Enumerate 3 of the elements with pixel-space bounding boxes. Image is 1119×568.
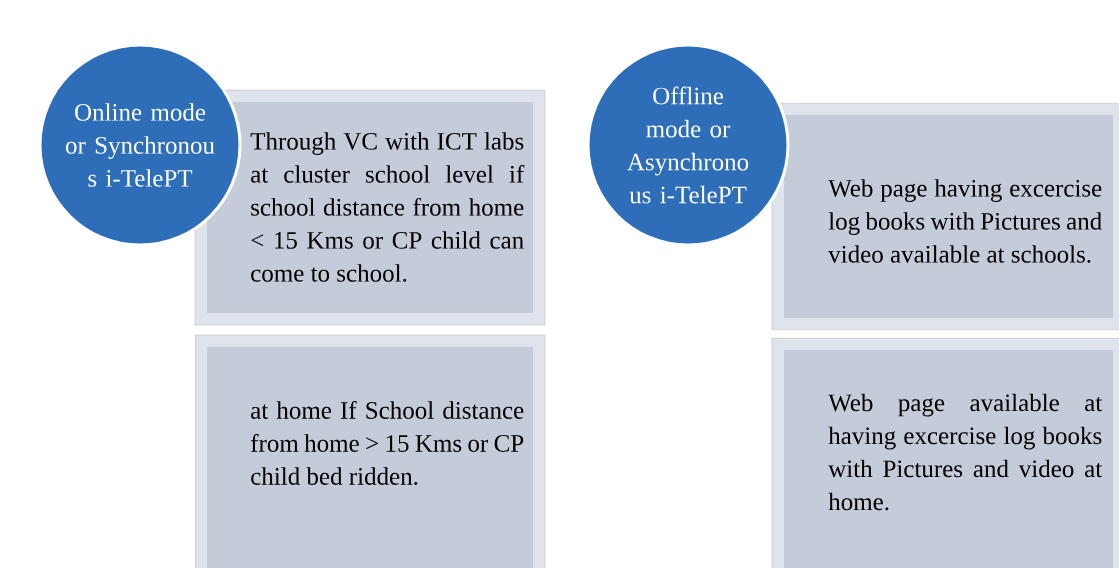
text-box: Web page available at having excercise log books with Pictures and video at home. [771,337,1119,568]
text-box: Web page having excercise log books with Pictures and video available at schools. [771,102,1119,331]
text-box: at home If School distance from home > 15 Kms or CP child bed ridden. [194,334,546,568]
